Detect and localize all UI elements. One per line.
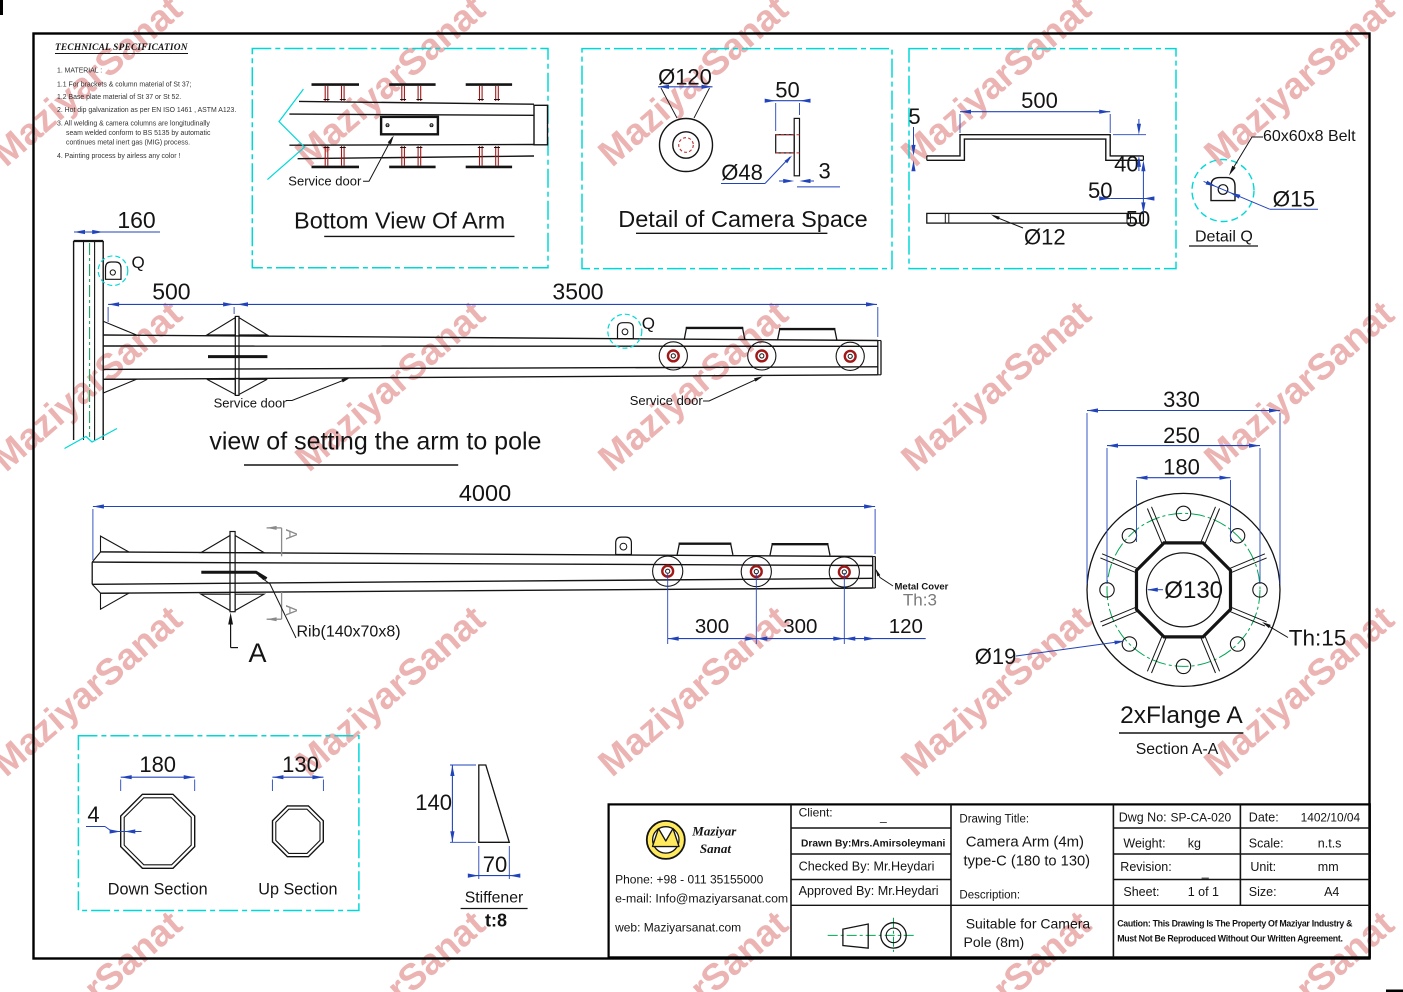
svg-text:Drawn By:Mrs.Amirsoleymani: Drawn By:Mrs.Amirsoleymani	[801, 839, 946, 850]
svg-text:500: 500	[1021, 88, 1058, 113]
svg-text:Up Section: Up Section	[258, 880, 337, 898]
svg-text:40: 40	[1114, 151, 1138, 176]
svg-text:Ø130: Ø130	[1164, 577, 1223, 604]
svg-text:Camera Arm (4m): Camera Arm (4m)	[966, 834, 1084, 850]
svg-text:1.2 Base plate material of St: 1.2 Base plate material of St 37 or St 5…	[57, 94, 181, 101]
svg-text:Must Not Be Reproduced Without: Must Not Be Reproduced Without Our Writt…	[1117, 934, 1342, 944]
svg-text:Phone: +98 - 011 35155000: Phone: +98 - 011 35155000	[615, 873, 764, 887]
svg-text:Service door: Service door	[630, 393, 704, 408]
svg-text:Description:: Description:	[959, 890, 1020, 902]
svg-text:Q: Q	[642, 314, 655, 333]
svg-text:n.t.s: n.t.s	[1318, 837, 1342, 851]
svg-text:4: 4	[87, 802, 99, 827]
svg-text:Suitable for Camera: Suitable for Camera	[966, 915, 1091, 931]
svg-text:Pole (8m): Pole (8m)	[964, 934, 1025, 950]
svg-text:2xFlange A: 2xFlange A	[1120, 702, 1243, 729]
svg-text:e-mail: Info@maziyarsanat.com: e-mail: Info@maziyarsanat.com	[615, 892, 788, 906]
svg-text:Stiffener: Stiffener	[465, 890, 524, 907]
svg-text:1.1 For brackets & column mat: 1.1 For brackets & column material of St…	[57, 82, 192, 89]
svg-text:Detail of Camera Space: Detail of Camera Space	[618, 206, 867, 232]
svg-text:Checked By: Mr.Heydari: Checked By: Mr.Heydari	[799, 860, 935, 874]
svg-text:140: 140	[415, 790, 452, 815]
svg-text:1402/10/04: 1402/10/04	[1301, 811, 1361, 825]
svg-text:Ø12: Ø12	[1024, 224, 1066, 249]
svg-text:1 of 1: 1 of 1	[1188, 885, 1219, 899]
svg-text:Section A-A: Section A-A	[1136, 741, 1219, 758]
svg-text:Ø48: Ø48	[721, 160, 763, 185]
svg-text:50: 50	[775, 78, 799, 103]
svg-text:4. Painting process by airles: 4. Painting process by airless any color…	[57, 153, 180, 160]
svg-text:mm: mm	[1318, 860, 1339, 874]
svg-text:_: _	[1201, 865, 1210, 879]
svg-text:Th:3: Th:3	[903, 591, 937, 610]
svg-text:A4: A4	[1324, 885, 1339, 899]
svg-text:t:8: t:8	[485, 911, 507, 931]
svg-text:Sanat: Sanat	[700, 841, 731, 856]
svg-text:A: A	[249, 638, 267, 668]
svg-text:Q: Q	[132, 253, 145, 272]
svg-text:Scale:: Scale:	[1249, 837, 1284, 851]
svg-text:kg: kg	[1188, 837, 1201, 851]
svg-text:Client:: Client:	[799, 806, 833, 820]
svg-text:Drawing Title:: Drawing Title:	[959, 814, 1029, 826]
svg-text:Sheet:: Sheet:	[1123, 885, 1159, 899]
svg-text:Caution: This Drawing Is The P: Caution: This Drawing Is The Property Of…	[1117, 919, 1353, 929]
svg-text:50: 50	[1126, 207, 1150, 232]
svg-text:3500: 3500	[552, 279, 603, 305]
svg-text:SP-CA-020: SP-CA-020	[1171, 811, 1232, 825]
svg-text:Ø19: Ø19	[975, 644, 1017, 669]
svg-text:130: 130	[282, 752, 319, 777]
svg-text:view of setting the arm to pol: view of setting the arm to pole	[209, 428, 541, 456]
svg-text:330: 330	[1163, 387, 1200, 412]
svg-text:type-C (180 to 130): type-C (180 to 130)	[964, 854, 1091, 870]
svg-text:180: 180	[1163, 455, 1200, 480]
svg-text:Maziyar: Maziyar	[691, 823, 737, 838]
svg-text:Revision:: Revision:	[1120, 860, 1171, 874]
svg-text:Service door: Service door	[214, 396, 288, 411]
svg-text:_: _	[879, 810, 887, 824]
svg-text:3. All welding & camera colum: 3. All welding & camera columns are long…	[57, 121, 210, 128]
svg-text:Service door: Service door	[288, 173, 362, 188]
svg-text:A: A	[282, 605, 299, 616]
svg-text:120: 120	[889, 615, 923, 638]
svg-text:Date:: Date:	[1249, 811, 1279, 825]
svg-text:1. MATERIAL :: 1. MATERIAL :	[57, 68, 102, 75]
svg-text:60x60x8 Belt: 60x60x8 Belt	[1263, 128, 1356, 145]
svg-text:Th:15: Th:15	[1289, 626, 1347, 651]
svg-text:Ø15: Ø15	[1273, 186, 1316, 211]
svg-text:500: 500	[152, 279, 190, 305]
svg-text:300: 300	[695, 615, 729, 638]
svg-text:web: Maziyarsanat.com: web: Maziyarsanat.com	[614, 921, 741, 935]
svg-text:180: 180	[139, 752, 176, 777]
svg-text:Dwg No:: Dwg No:	[1119, 811, 1167, 825]
svg-text:3: 3	[819, 159, 831, 184]
svg-text:A: A	[282, 529, 299, 540]
svg-text:Weight:: Weight:	[1123, 837, 1165, 851]
svg-text:2. Hot dip galvanization as p: 2. Hot dip galvanization as per EN ISO 1…	[57, 107, 236, 114]
svg-text:Detail Q: Detail Q	[1195, 229, 1253, 246]
svg-text:Rib(140x70x8): Rib(140x70x8)	[297, 623, 401, 640]
svg-text:seam welded conform to BS 5135: seam welded conform to BS 5135 by automa…	[66, 130, 211, 137]
svg-text:4000: 4000	[459, 480, 511, 506]
svg-text:160: 160	[117, 207, 155, 233]
svg-text:300: 300	[783, 615, 817, 638]
svg-text:250: 250	[1163, 423, 1200, 448]
svg-text:Unit:: Unit:	[1250, 860, 1276, 874]
svg-text:Bottom View Of Arm: Bottom View Of Arm	[294, 207, 505, 233]
svg-text:Metal Cover: Metal Cover	[895, 582, 949, 593]
svg-text:Approved By: Mr.Heydari: Approved By: Mr.Heydari	[799, 884, 939, 898]
svg-text:70: 70	[483, 852, 507, 877]
svg-text:TECHNICAL SPECIFICATION: TECHNICAL SPECIFICATION	[55, 43, 189, 53]
svg-text:continues metal inert gas (MIG: continues metal inert gas (MIG) process.	[66, 140, 190, 147]
svg-text:Size:: Size:	[1249, 885, 1277, 899]
svg-text:Down Section: Down Section	[108, 880, 208, 898]
svg-text:5: 5	[908, 104, 920, 129]
